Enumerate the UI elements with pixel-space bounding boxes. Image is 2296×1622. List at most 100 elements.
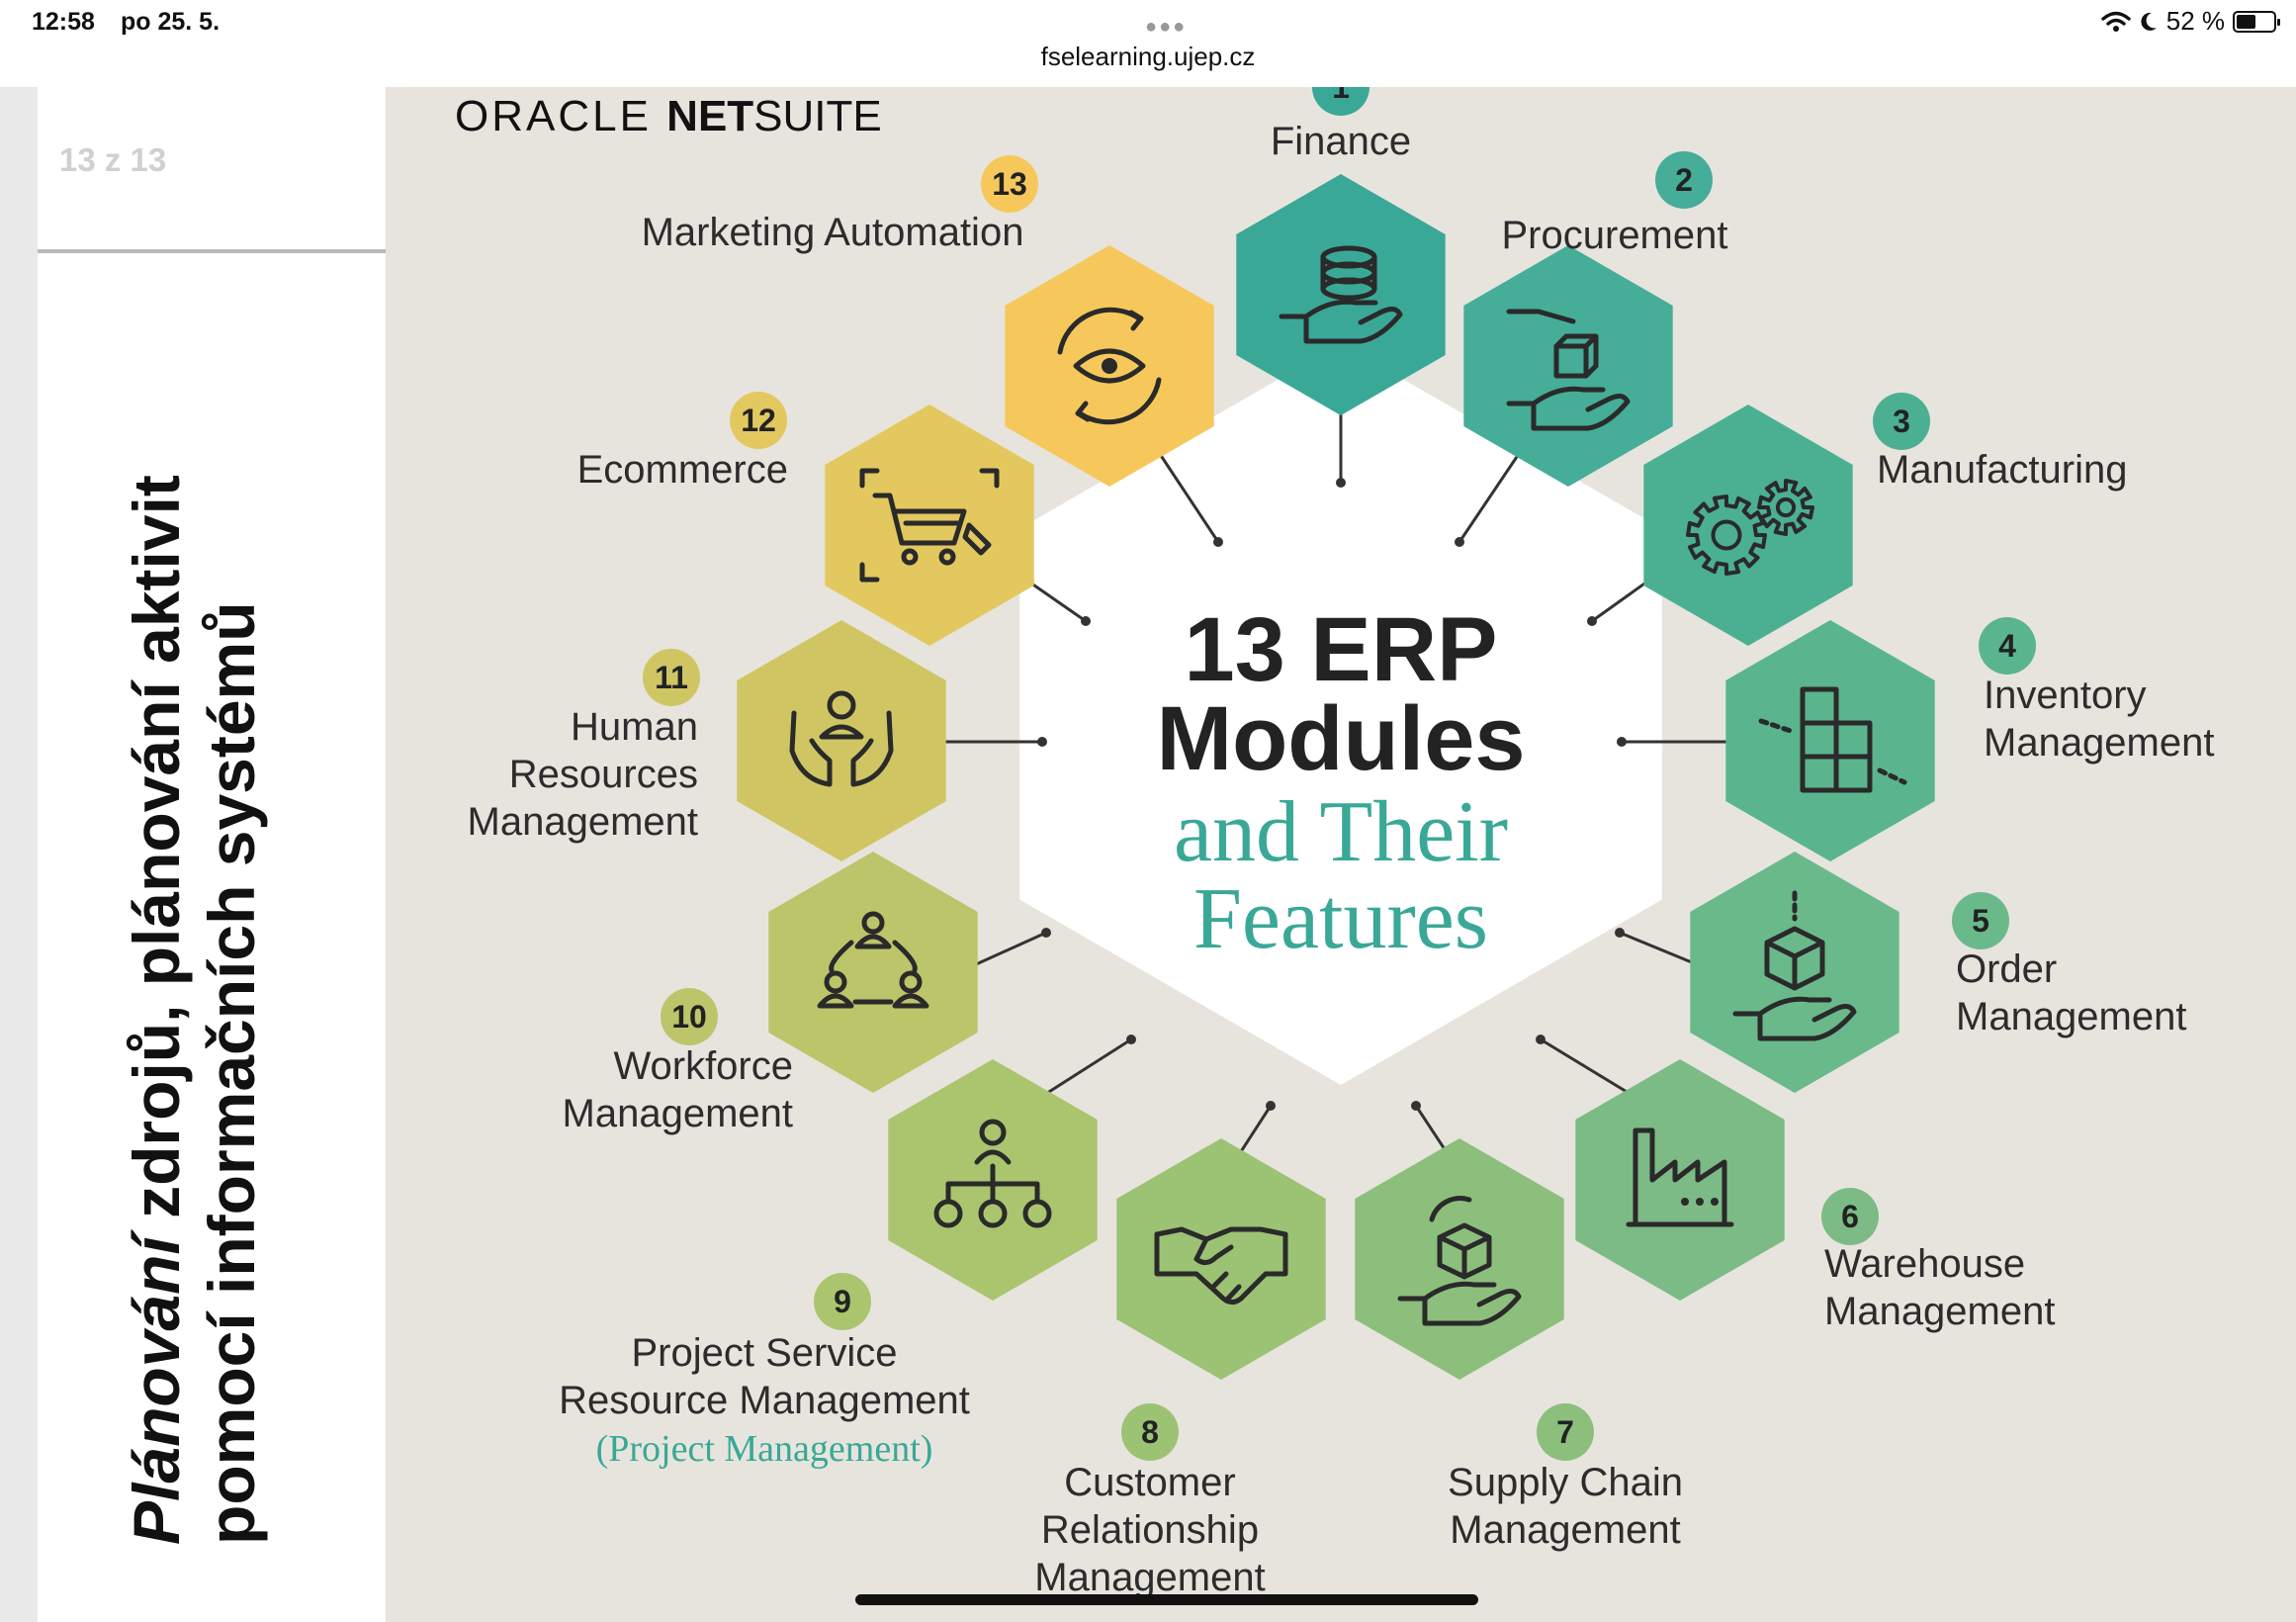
home-indicator[interactable]: [855, 1594, 1478, 1605]
battery-icon: [2233, 10, 2280, 33]
module-label-9: Resource Management: [559, 1379, 970, 1422]
module-number-5: 5: [1972, 903, 1989, 939]
connector-dot-1: [1336, 478, 1346, 488]
module-12: [825, 405, 1034, 646]
module-label-10: Management: [563, 1092, 793, 1135]
module-hexagon-6: [1575, 1059, 1785, 1301]
module-number-4: 4: [1998, 628, 2016, 664]
module-hexagon-10: [768, 852, 978, 1093]
module-9: [888, 1059, 1098, 1301]
module-label-2: Procurement: [1502, 214, 1728, 257]
cubes-icon: [1758, 686, 1907, 793]
module-10: [768, 852, 978, 1093]
module-badge-6: [1821, 1188, 1879, 1245]
module-7: [1355, 1138, 1564, 1380]
moon-icon: [2141, 12, 2157, 31]
slide-vertical-title: Plánování zdrojů, plánování aktivit pomo…: [119, 338, 269, 1545]
center-title-center-line2: Modules: [1156, 688, 1525, 789]
connector-dot-13: [1213, 537, 1223, 547]
connector-dot-12: [1081, 616, 1091, 626]
battery-percent: 52 %: [2165, 6, 2225, 36]
module-badge-11: [643, 649, 700, 706]
module-badge-4: [1979, 617, 2036, 675]
org-chart-icon: [933, 1119, 1052, 1228]
status-indicators: 52 %: [2101, 6, 2280, 37]
module-badge-7: [1537, 1403, 1594, 1461]
gears-icon: [1686, 479, 1814, 576]
module-label-12: Ecommerce: [577, 448, 788, 492]
connector-dot-4: [1617, 737, 1627, 747]
module-label-13: Marketing Automation: [642, 211, 1024, 254]
title-rest: zdrojů, plánování aktivit: [120, 475, 193, 1237]
handshake-icon: [1154, 1226, 1288, 1305]
module-number-6: 6: [1841, 1199, 1859, 1234]
module-4: [1725, 620, 1935, 861]
wifi-icon: [2101, 11, 2131, 32]
address-url[interactable]: fselearning.ujep.cz: [1040, 42, 1256, 71]
connector-dot-6: [1536, 1035, 1545, 1044]
connector-dot-3: [1587, 616, 1597, 626]
module-hexagon-8: [1116, 1138, 1326, 1380]
sidebar-divider: [38, 249, 386, 253]
oracle-netsuite-logo: ORACLE NETSUITE: [455, 92, 882, 140]
module-8: [1116, 1138, 1326, 1380]
module-hexagon-4: [1725, 620, 1935, 861]
module-label-7: Supply Chain: [1448, 1461, 1683, 1504]
module-badge-2: [1655, 151, 1713, 209]
module-label-10: Workforce: [613, 1044, 793, 1088]
center-title-center-line4: Features: [1193, 871, 1488, 967]
status-bar: 12:58 po 25. 5. ●●● fselearning.ujep.cz …: [0, 0, 2296, 88]
module-label-4: Inventory: [1984, 674, 2147, 717]
module-label-11: Resources: [509, 753, 698, 796]
module-label-3: Manufacturing: [1877, 448, 2127, 492]
module-number-2: 2: [1675, 162, 1693, 198]
connector-line-13: [1152, 444, 1220, 543]
title-line2: pomocí informačních systémů: [195, 601, 268, 1545]
module-1: [1236, 174, 1446, 415]
connector-dot-10: [1041, 928, 1051, 938]
module-number-7: 7: [1556, 1414, 1574, 1450]
module-label-6: Warehouse: [1824, 1242, 2025, 1286]
module-label-11: Human: [571, 705, 698, 749]
left-edge: [0, 87, 38, 1622]
module-label-1: Finance: [1271, 120, 1411, 163]
module-sublabel-9: (Project Management): [596, 1428, 933, 1470]
module-number-12: 12: [741, 403, 776, 438]
module-badge-13: [981, 155, 1038, 213]
connector-dot-9: [1126, 1035, 1136, 1044]
module-6: [1575, 1059, 1785, 1301]
module-label-5: Management: [1956, 995, 2186, 1038]
module-label-4: Management: [1984, 721, 2214, 765]
eye-cycle-icon: [1057, 307, 1162, 425]
cart-icon: [859, 468, 1000, 583]
slide-sidebar: 13 z 13: [38, 87, 386, 1622]
module-11: [737, 620, 946, 861]
supply-box-icon: [1397, 1196, 1522, 1326]
module-label-5: Order: [1956, 947, 2057, 991]
module-badge-3: [1873, 393, 1930, 450]
module-label-8: Customer: [1064, 1461, 1235, 1504]
module-3: [1643, 405, 1853, 646]
title-italic: Plánování: [120, 1236, 193, 1545]
more-dots-icon[interactable]: ●●●: [1145, 16, 1188, 38]
module-number-10: 10: [671, 999, 707, 1035]
module-label-7: Management: [1450, 1508, 1680, 1552]
team-cycle-icon: [817, 911, 929, 1009]
module-badge-12: [730, 392, 787, 449]
module-badge-10: [661, 988, 718, 1045]
coins-hand-icon: [1279, 245, 1403, 344]
module-number-1: 1: [1332, 87, 1350, 105]
connector-dot-5: [1615, 928, 1625, 938]
page-counter: 13 z 13: [59, 141, 167, 178]
module-number-3: 3: [1893, 404, 1910, 439]
connector-line-2: [1457, 444, 1527, 543]
module-label-11: Management: [468, 800, 698, 844]
factory-icon: [1626, 1127, 1734, 1227]
module-hexagon-2: [1463, 245, 1673, 487]
module-hexagon-11: [737, 620, 946, 861]
module-hexagon-7: [1355, 1138, 1564, 1380]
module-number-9: 9: [834, 1284, 851, 1319]
module-label-8: Relationship: [1041, 1508, 1259, 1552]
module-label-8: Management: [1034, 1556, 1265, 1599]
